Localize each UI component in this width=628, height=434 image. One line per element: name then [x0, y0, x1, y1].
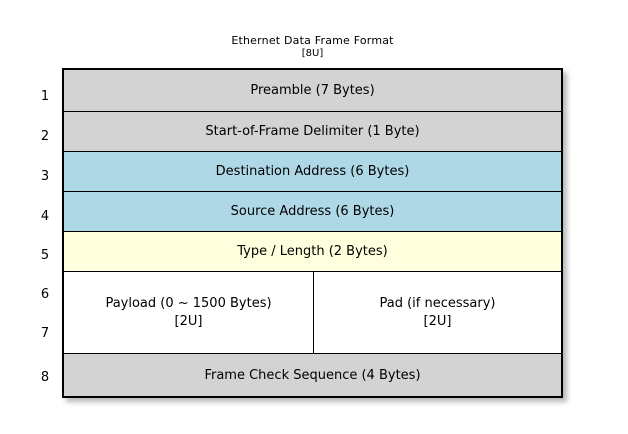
row-number-2: 2: [40, 129, 50, 144]
field-destination-address: Destination Address (6 Bytes): [64, 152, 561, 192]
field-payload: Payload (0 ~ 1500 Bytes) [2U]: [64, 272, 314, 353]
row-number-7: 7: [40, 326, 50, 341]
row-number-6: 6: [40, 287, 50, 302]
diagram-title-block: Ethernet Data Frame Format [8U]: [62, 34, 563, 60]
row-number-5: 5: [40, 248, 50, 263]
field-destination-address-label: Destination Address (6 Bytes): [215, 164, 410, 179]
frame-table: Preamble (7 Bytes) Start-of-Frame Delimi…: [62, 68, 563, 398]
field-payload-label: Payload (0 ~ 1500 Bytes): [105, 295, 272, 311]
field-start-of-frame-delimiter-label: Start-of-Frame Delimiter (1 Byte): [205, 124, 420, 139]
field-preamble-label: Preamble (7 Bytes): [250, 83, 375, 98]
page-title: Ethernet Data Frame Format: [231, 34, 394, 47]
field-source-address-label: Source Address (6 Bytes): [230, 204, 395, 219]
field-start-of-frame-delimiter: Start-of-Frame Delimiter (1 Byte): [64, 112, 561, 152]
field-type-length-label: Type / Length (2 Bytes): [237, 244, 388, 259]
page-subtitle: [8U]: [301, 48, 324, 59]
field-payload-pad-region: Payload (0 ~ 1500 Bytes) [2U] Pad (if ne…: [64, 272, 561, 354]
field-frame-check-sequence-label: Frame Check Sequence (4 Bytes): [204, 367, 421, 383]
row-number-1: 1: [40, 89, 50, 104]
field-payload-unit: [2U]: [174, 313, 203, 329]
row-number-4: 4: [40, 209, 50, 224]
field-source-address: Source Address (6 Bytes): [64, 192, 561, 232]
field-pad-label: Pad (if necessary): [379, 295, 496, 311]
field-type-length: Type / Length (2 Bytes): [64, 232, 561, 272]
field-pad: Pad (if necessary) [2U]: [314, 272, 561, 353]
field-preamble: Preamble (7 Bytes): [64, 70, 561, 112]
field-frame-check-sequence: Frame Check Sequence (4 Bytes): [64, 354, 561, 396]
row-number-gutter: 1 2 3 4 5 6 7 8: [30, 68, 60, 398]
row-number-8: 8: [40, 370, 50, 385]
field-pad-unit: [2U]: [423, 313, 452, 329]
row-number-3: 3: [40, 169, 50, 184]
